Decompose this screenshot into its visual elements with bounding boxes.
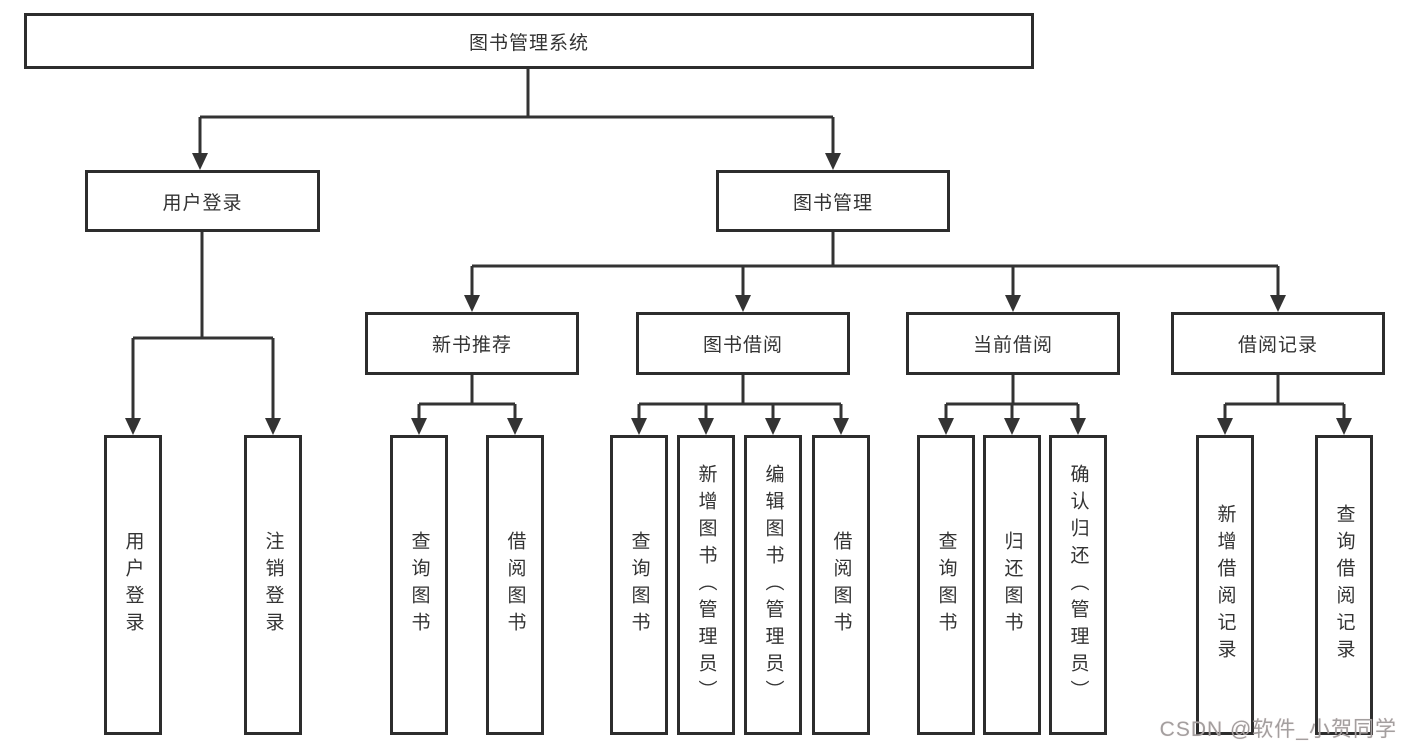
- node-root-library-management-system: 图书管理系统: [24, 13, 1034, 69]
- node-label: 借阅图书: [830, 531, 852, 639]
- node-label: 确认归还（管理员）: [1067, 463, 1089, 707]
- node-label: 归还图书: [1001, 531, 1023, 639]
- node-label: 用户登录: [122, 531, 144, 639]
- node-label: 新增图书（管理员）: [695, 463, 717, 707]
- node-label: 新增借阅记录: [1214, 504, 1236, 666]
- node-label: 用户登录: [162, 192, 243, 214]
- leaf-user-login: 用户登录: [104, 435, 162, 735]
- leaf-borrow-book-recommend: 借阅图书: [486, 435, 544, 735]
- csdn-watermark: CSDN @软件_小贺同学: [1159, 718, 1397, 741]
- node-new-book-recommend: 新书推荐: [365, 312, 579, 375]
- node-book-management: 图书管理: [716, 170, 950, 232]
- leaf-confirm-return-admin: 确认归还（管理员）: [1049, 435, 1107, 735]
- node-book-borrow: 图书借阅: [636, 312, 850, 375]
- node-label: 注销登录: [262, 531, 284, 639]
- node-label: 借阅记录: [1237, 335, 1318, 356]
- leaf-query-borrow-record: 查询借阅记录: [1315, 435, 1373, 735]
- leaf-query-book-borrow: 查询图书: [610, 435, 668, 735]
- leaf-query-book-current: 查询图书: [917, 435, 975, 735]
- leaf-borrow-book: 借阅图书: [812, 435, 870, 735]
- node-label: 借阅图书: [504, 531, 526, 639]
- node-label: 编辑图书（管理员）: [762, 463, 784, 707]
- node-label: 新书推荐: [431, 335, 512, 356]
- arrowhead-icons: [125, 153, 1352, 435]
- node-label: 查询图书: [935, 531, 957, 639]
- leaf-logout: 注销登录: [244, 435, 302, 735]
- node-label: 当前借阅: [972, 335, 1053, 356]
- leaf-return-book: 归还图书: [983, 435, 1041, 735]
- node-current-borrow: 当前借阅: [906, 312, 1120, 375]
- node-label: 图书借阅: [702, 335, 783, 356]
- leaf-query-book-recommend: 查询图书: [390, 435, 448, 735]
- leaf-add-book-admin: 新增图书（管理员）: [677, 435, 735, 735]
- node-label: 查询借阅记录: [1333, 504, 1355, 666]
- node-label: 查询图书: [408, 531, 430, 639]
- node-label: 图书管理系统: [468, 32, 589, 54]
- leaf-edit-book-admin: 编辑图书（管理员）: [744, 435, 802, 735]
- node-user-login: 用户登录: [85, 170, 320, 232]
- node-label: 查询图书: [628, 531, 650, 639]
- node-borrow-records: 借阅记录: [1171, 312, 1385, 375]
- node-label: 图书管理: [792, 192, 873, 214]
- leaf-add-borrow-record: 新增借阅记录: [1196, 435, 1254, 735]
